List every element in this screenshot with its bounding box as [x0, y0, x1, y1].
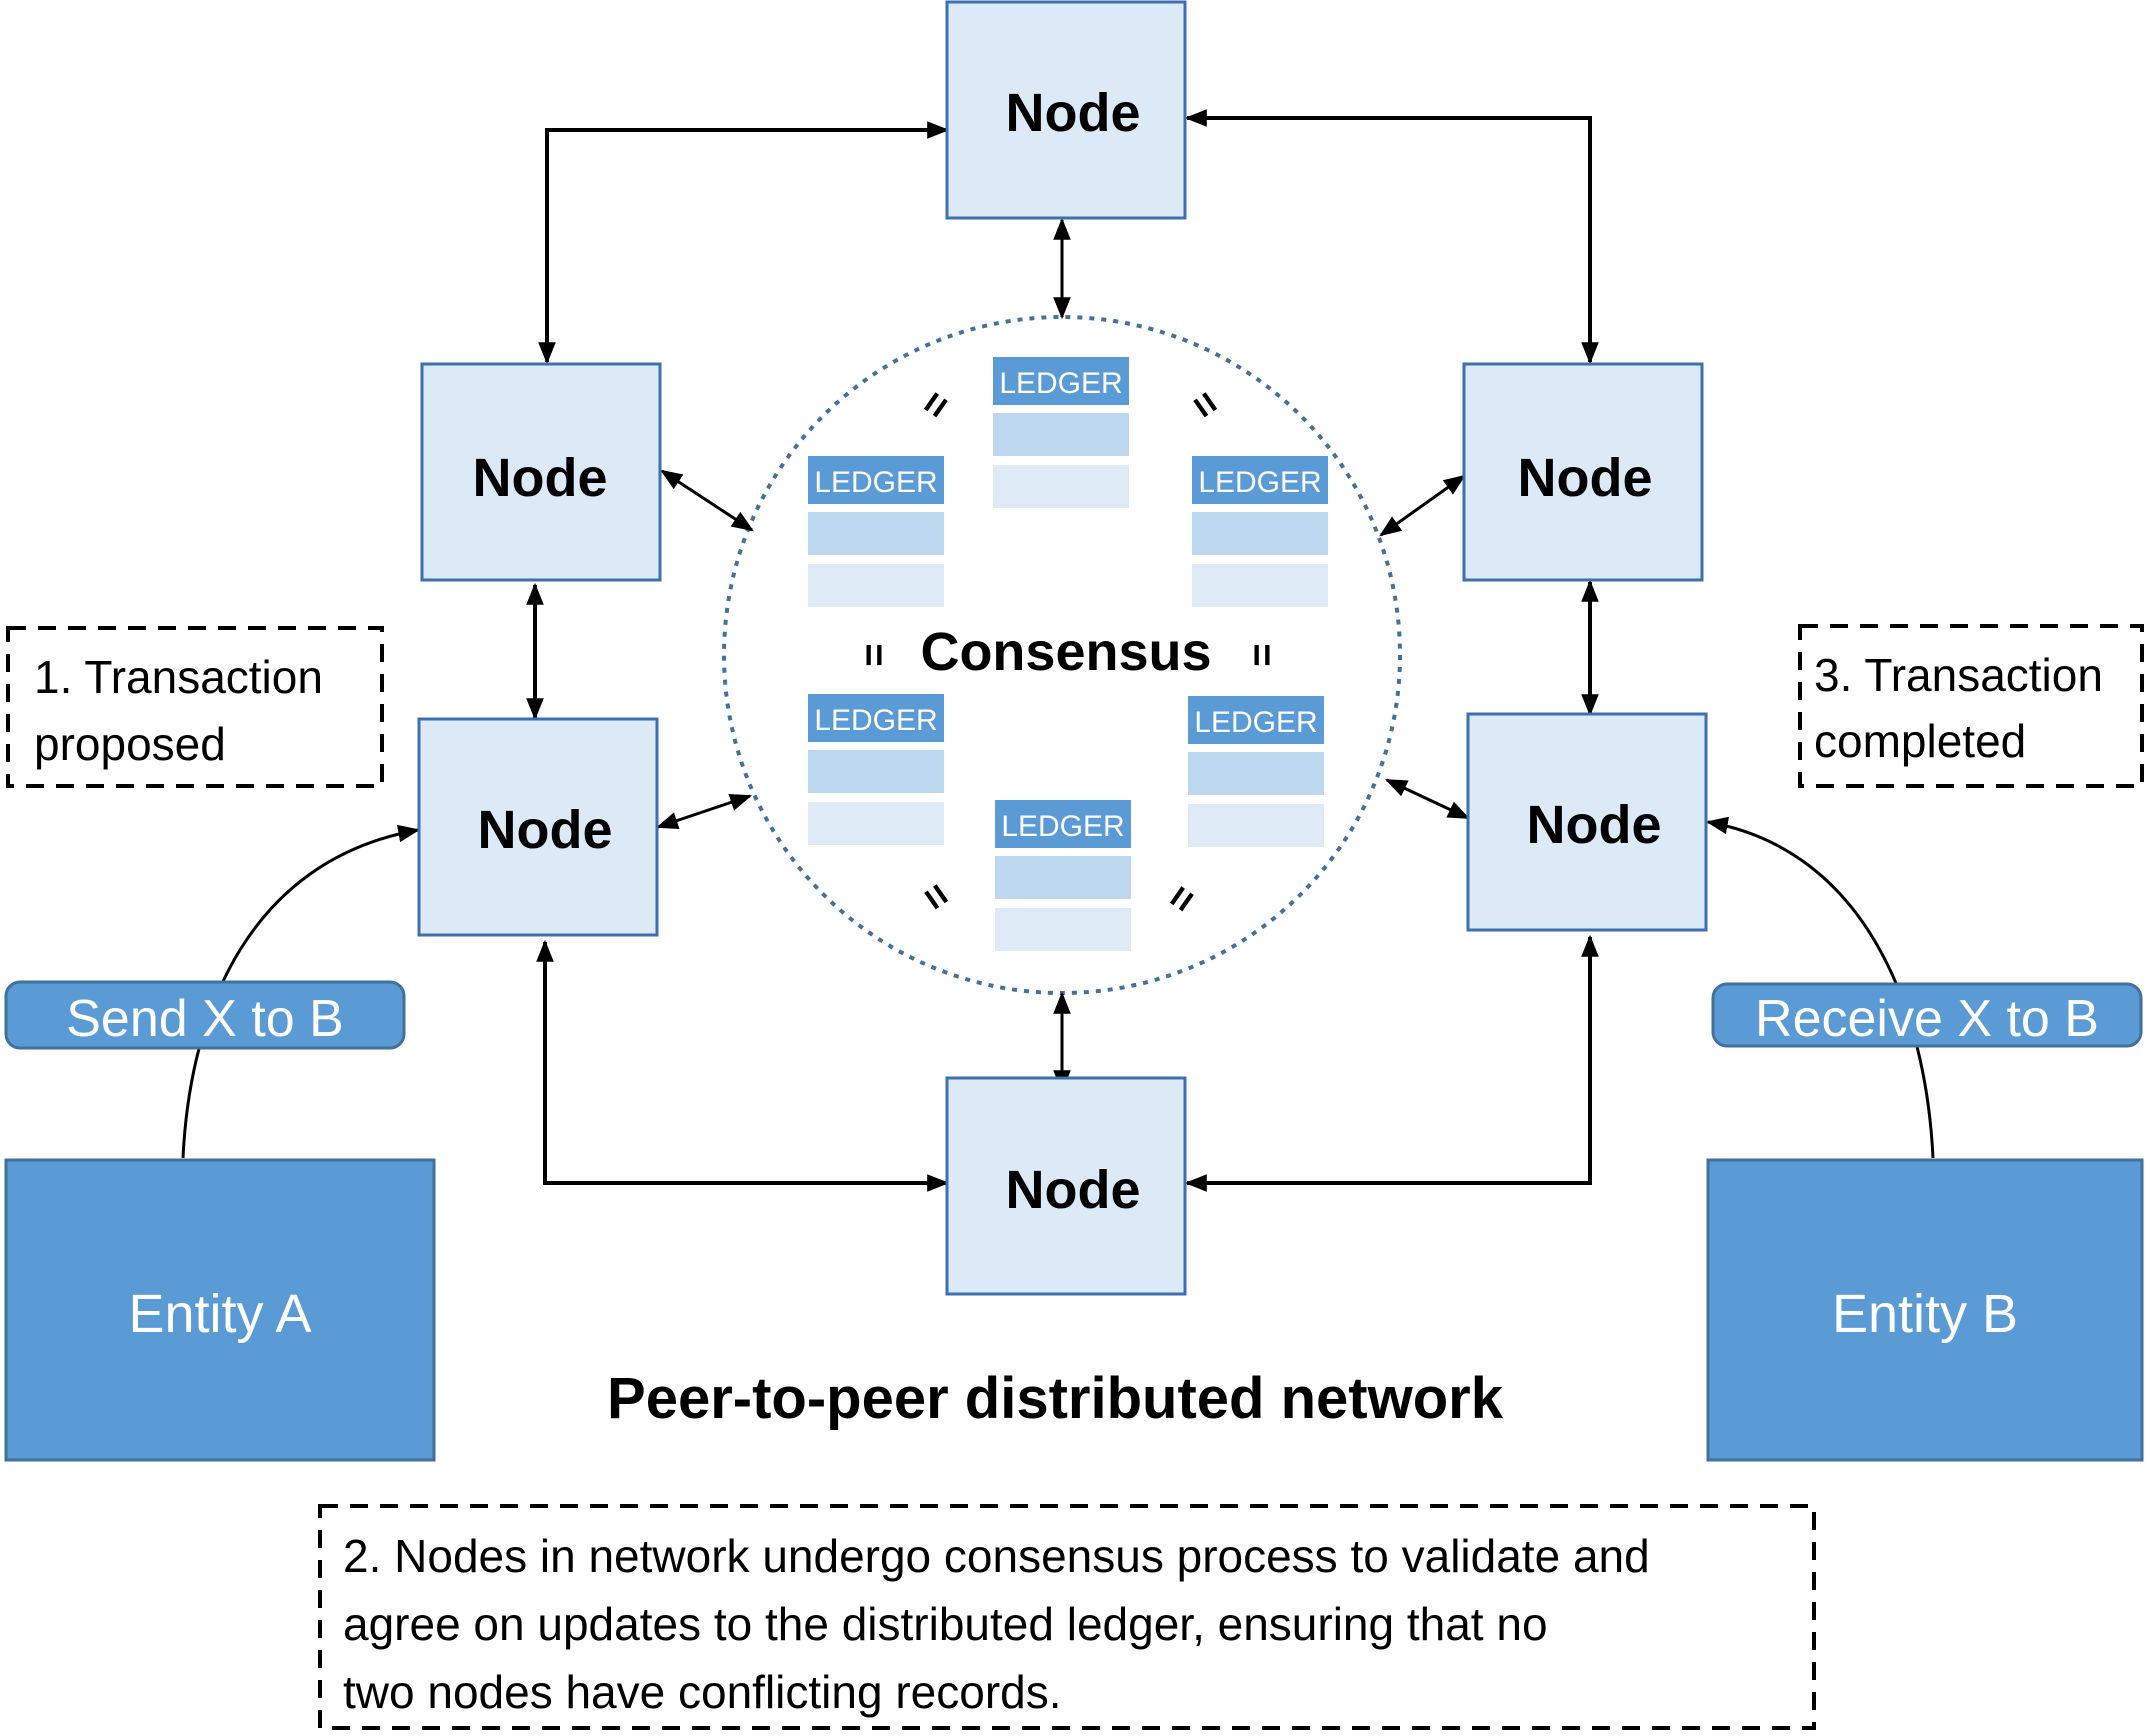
node-upper-right-label: Node: [1518, 448, 1653, 508]
connector-lower-right-bottom: [1184, 934, 1599, 1192]
note-step-1: 1. Transaction proposed: [6, 626, 384, 788]
link-lower-left-ring: [655, 793, 753, 830]
node-bottom-label: Node: [1006, 1160, 1141, 1220]
entity-a: Entity A: [4, 1158, 436, 1462]
note-step-2-line-1: 2. Nodes in network undergo consensus pr…: [343, 1530, 1650, 1582]
consensus-label: Consensus: [920, 622, 1211, 682]
ledger-upper-right-label: LEDGER: [1198, 466, 1321, 499]
node-upper-right: Node: [1462, 362, 1704, 582]
node-lower-left-label: Node: [478, 800, 613, 860]
node-upper-left-label: Node: [473, 448, 608, 508]
note-step-2-line-3: two nodes have conflicting records.: [343, 1666, 1062, 1718]
note-step-3: 3. Transaction completed: [1798, 624, 2144, 788]
link-upper-left-ring: [660, 469, 754, 532]
ledger-top: LEDGER: [993, 357, 1129, 508]
note-step-3-line-1: 3. Transaction: [1814, 649, 2103, 701]
equals-mark-right: =: [1240, 643, 1284, 666]
node-top: Node: [945, 0, 1187, 220]
ledger-lower-left-label: LEDGER: [814, 704, 937, 737]
network-title: Peer-to-peer distributed network: [607, 1366, 1504, 1431]
entity-b: Entity B: [1706, 1158, 2144, 1462]
equals-mark-bottom-left: =: [911, 875, 960, 919]
node-lower-left: Node: [417, 717, 659, 937]
node-top-label: Node: [1006, 83, 1141, 143]
ledger-upper-left: LEDGER: [808, 456, 944, 607]
connector-top-upper-right: [1184, 109, 1599, 365]
connector-lower-left-bottom: [536, 939, 950, 1192]
receive-message-pill: Receive X to B: [1711, 982, 2143, 1048]
ledger-lower-right: LEDGER: [1188, 696, 1324, 847]
ledger-lower-left: LEDGER: [808, 694, 944, 845]
send-message-pill: Send X to B: [4, 980, 406, 1050]
equals-mark-top-right: =: [1180, 383, 1229, 427]
node-lower-right: Node: [1466, 712, 1708, 932]
entity-b-label: Entity B: [1832, 1284, 2018, 1344]
link-lower-right-ring: [1385, 778, 1470, 820]
equals-mark-bottom-right: =: [1157, 877, 1206, 921]
ledger-upper-left-label: LEDGER: [814, 466, 937, 499]
equals-mark-left: =: [852, 643, 896, 666]
note-step-3-line-2: completed: [1814, 715, 2026, 767]
entity-a-label: Entity A: [128, 1284, 311, 1344]
send-message-label: Send X to B: [66, 990, 344, 1048]
note-step-1-line-2: proposed: [34, 718, 226, 770]
ledger-upper-right: LEDGER: [1192, 456, 1328, 607]
receive-message-label: Receive X to B: [1755, 990, 2099, 1048]
ledger-bottom-label: LEDGER: [1001, 810, 1124, 843]
node-bottom: Node: [945, 1076, 1187, 1296]
connector-top-upper-left: [538, 121, 950, 365]
note-step-2: 2. Nodes in network undergo consensus pr…: [318, 1504, 1816, 1730]
ledger-lower-right-label: LEDGER: [1194, 706, 1317, 739]
node-upper-left: Node: [420, 362, 662, 582]
ledger-top-label: LEDGER: [999, 367, 1122, 400]
ledger-bottom: LEDGER: [995, 800, 1131, 951]
curve-entity-a-to-node: [181, 824, 421, 1159]
note-step-2-line-2: agree on updates to the distributed ledg…: [343, 1598, 1548, 1650]
node-lower-right-label: Node: [1527, 795, 1662, 855]
equals-mark-top-left: =: [911, 383, 960, 427]
note-step-1-line-1: 1. Transaction: [34, 651, 323, 703]
curve-entity-b-to-node: [1705, 816, 1935, 1159]
link-upper-right-ring: [1379, 474, 1466, 537]
